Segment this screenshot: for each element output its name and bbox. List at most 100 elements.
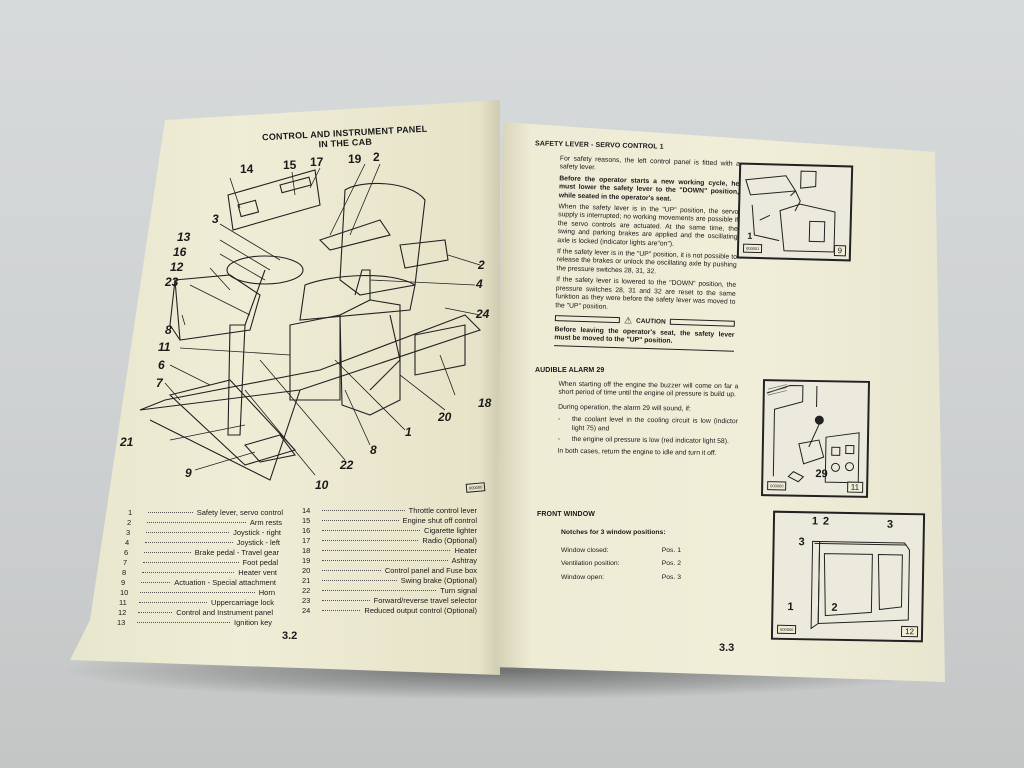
legend-num: 13 — [117, 618, 126, 627]
legend-num: 8 — [122, 568, 127, 577]
section-heading-safety: SAFETY LEVER - SERVO CONTROL 1 — [534, 140, 664, 151]
leader-dots — [322, 540, 419, 541]
callout-1-top: 1 — [811, 515, 819, 528]
legend-num: 21 — [302, 576, 311, 585]
legend-num: 1 — [128, 508, 133, 517]
legend-num: 18 — [302, 546, 311, 555]
legend-num: 10 — [120, 588, 129, 597]
callout-29: 29 — [815, 468, 828, 481]
callout-22: 22 — [340, 458, 354, 472]
legend-label: Radio (Optional) — [422, 536, 477, 545]
callout-14: 14 — [240, 162, 254, 176]
callout-3-left: 3 — [798, 536, 805, 549]
leader-dots — [322, 560, 448, 561]
legend-label: Brake pedal - Travel gear — [194, 548, 279, 557]
legend-num: 23 — [302, 596, 311, 605]
callout-1-bottom: 1 — [787, 600, 794, 614]
leader-dots — [146, 532, 230, 533]
position-value: Pos. 1 — [661, 547, 681, 554]
paragraph: For safety reasons, the left control pan… — [559, 155, 740, 172]
position-row: Window open:Pos. 3 — [561, 574, 681, 582]
legend-num: 11 — [119, 598, 127, 607]
legend-item: 17 Radio (Optional) — [302, 536, 477, 545]
leader-dots — [322, 570, 381, 571]
paragraph: When the safety lever is in the "UP" pos… — [557, 203, 739, 248]
warning-triangle-icon: ⚠ — [623, 315, 633, 326]
callout-11: 11 — [158, 340, 171, 354]
alarm-text: When starting off the engine the buzzer … — [557, 381, 738, 459]
callout-2-right: 2 — [478, 258, 485, 272]
leader-dots — [322, 590, 437, 591]
page-number: 3.2 — [282, 630, 298, 642]
callout-3-right: 3 — [886, 518, 894, 531]
legend-num: 19 — [302, 556, 311, 565]
callout-12: 12 — [170, 260, 184, 274]
callout-17: 17 — [310, 155, 324, 169]
legend-label: Horn — [258, 588, 275, 597]
legend-num: 7 — [123, 558, 128, 567]
legend-num: 4 — [125, 538, 130, 547]
legend-label: Engine shut off control — [402, 516, 478, 525]
callout-2-bottom: 2 — [831, 601, 838, 614]
safety-text: For safety reasons, the left control pan… — [554, 155, 740, 352]
legend-label: Actuation - Special attachment — [174, 578, 276, 587]
caution-text: Before leaving the operator's seat, the … — [554, 326, 735, 352]
legend-label: Ashtray — [451, 556, 477, 565]
legend-num: 24 — [302, 606, 311, 615]
position-row: Ventilation position:Pos. 2 — [561, 560, 681, 568]
leader-dots — [141, 582, 171, 583]
paragraph: When starting off the engine the buzzer … — [558, 380, 739, 399]
legend-label: Ignition key — [234, 618, 272, 627]
callout-20: 20 — [438, 410, 452, 424]
legend-num: 17 — [302, 536, 311, 545]
right-page: SAFETY LEVER - SERVO CONTROL 1 For safet… — [495, 122, 945, 682]
figure-tag: 000000 — [465, 482, 486, 493]
leader-dots — [144, 552, 191, 553]
legend-label: Forward/reverse travel selector — [373, 596, 477, 605]
legend-label: Swing brake (Optional) — [400, 576, 477, 585]
legend-label: Joystick - right — [233, 528, 281, 537]
figure-tag: 000000 — [767, 481, 787, 491]
legend-num: 3 — [126, 528, 131, 537]
paragraph: During operation, the alarm 29 will soun… — [558, 403, 691, 413]
leader-dots — [142, 572, 235, 573]
leader-dots — [322, 520, 399, 521]
legend-label: Uppercarriage lock — [211, 598, 274, 607]
legend-label: Heater vent — [238, 568, 277, 577]
callout-9: 9 — [185, 466, 192, 480]
callout-24: 24 — [476, 307, 490, 321]
figure-number: 12 — [901, 625, 919, 638]
callout-15: 15 — [283, 158, 297, 172]
figure-12: 1 2 3 3 1 2 000000 12 — [770, 510, 926, 643]
bullet-text: the coolant level in the cooling circuit… — [571, 416, 739, 433]
position-label: Window open: — [561, 573, 605, 581]
legend-label: Foot pedal — [242, 558, 278, 567]
paragraph: In both cases, return the engine to idle… — [557, 448, 717, 458]
paragraph: If the safety lever is in the "UP" posit… — [556, 248, 738, 276]
leader-dots — [137, 622, 231, 623]
paragraph: If the safety lever is lowered to the "D… — [555, 276, 737, 311]
legend-item: 19 Ashtray — [302, 556, 477, 565]
cab-diagram — [139, 163, 482, 481]
legend-num: 15 — [302, 516, 311, 525]
legend-num: 14 — [302, 506, 311, 515]
caution-bar-left — [554, 315, 621, 324]
callout-19: 19 — [348, 152, 362, 166]
safety-lever-illustration — [745, 170, 836, 253]
bullet-text: the engine oil pressure is low (red indi… — [571, 435, 729, 446]
caution-bar-right — [669, 319, 735, 328]
legend-label: Turn signal — [440, 586, 477, 595]
leader-dots — [147, 522, 246, 523]
leader-dots — [322, 530, 421, 531]
legend-item: 3 Joystick - right — [126, 528, 281, 537]
bullet-item: -the coolant level in the cooling circui… — [558, 416, 738, 435]
